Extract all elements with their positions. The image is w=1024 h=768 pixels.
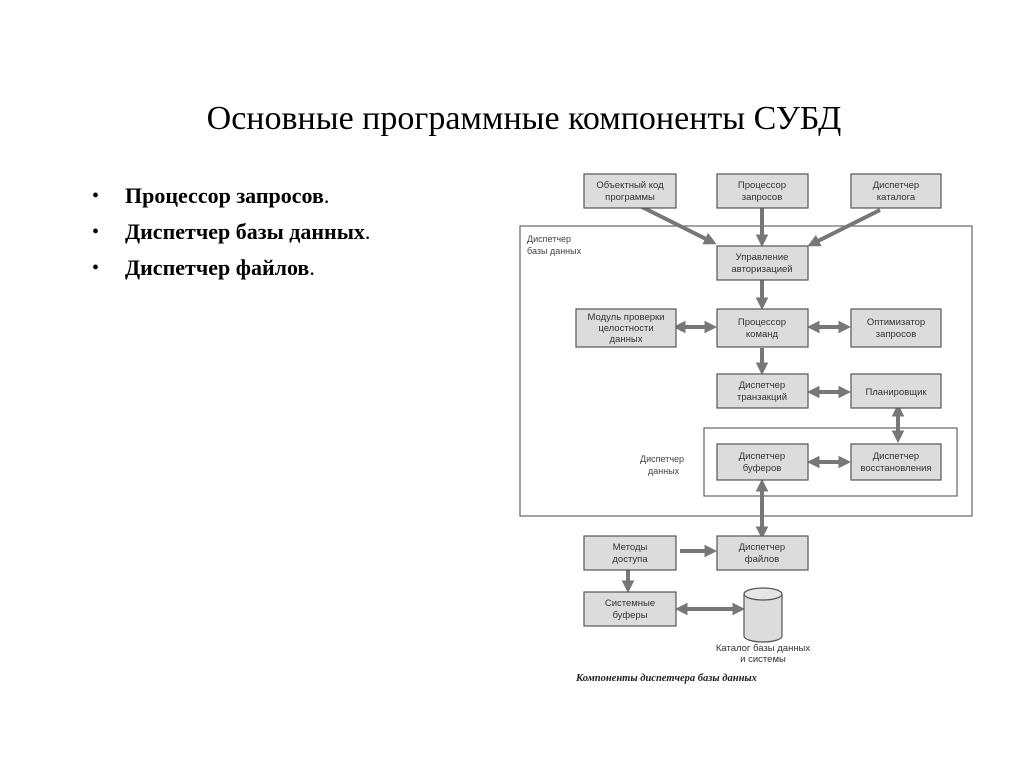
box-authorization xyxy=(716,245,809,281)
arrow-catalog-to-auth xyxy=(807,208,881,247)
bullet-dot-icon: • xyxy=(92,221,100,243)
box-command-processor-line1: Процессор xyxy=(738,317,786,328)
bullet-end: . xyxy=(309,255,315,280)
box-authorization-line2: авторизацией xyxy=(731,264,792,275)
storage-label-line2: и системы xyxy=(740,654,786,665)
box-system-buffers-line1: Системные xyxy=(605,598,655,609)
box-system-buffers xyxy=(583,591,677,627)
bullet-list: • Процессор запросов. • Диспетчер базы дан… xyxy=(92,178,370,286)
box-object-code-line1: Объектный код xyxy=(596,180,664,191)
db-manager-label-line2: базы данных xyxy=(527,246,582,256)
box-query-processor xyxy=(716,173,809,209)
box-optimizer-line1: Оптимизатор xyxy=(867,317,925,328)
box-access-methods-line1: Методы xyxy=(613,542,648,553)
box-recovery-manager-line2: восстановления xyxy=(860,463,931,474)
box-query-processor-line1: Процессор xyxy=(738,180,786,191)
box-transaction-manager-line2: транзакций xyxy=(737,392,787,403)
box-command-processor xyxy=(716,308,809,348)
box-optimizer-line2: запросов xyxy=(876,329,917,340)
bullet-item: • Диспетчер базы данных. xyxy=(92,214,370,250)
box-buffer-manager-line1: Диспетчер xyxy=(739,451,785,462)
arrow-object-to-auth xyxy=(639,204,717,245)
bullet-dot-icon: • xyxy=(92,185,100,207)
storage-label-line1: Каталог базы данных xyxy=(716,643,811,654)
bullet-end: . xyxy=(323,183,330,208)
box-optimizer xyxy=(850,308,942,348)
box-buffer-manager-line2: буферов xyxy=(743,463,782,474)
diagram-caption: Компоненты диспетчера базы данных xyxy=(575,673,757,684)
bullet-end: . xyxy=(364,219,371,244)
box-scheduler xyxy=(850,373,942,409)
box-system-buffers-line2: буферы xyxy=(612,610,647,621)
bullet-text: Процессор запросов xyxy=(125,183,324,208)
box-integrity-line1: Модуль проверки xyxy=(588,312,665,323)
db-manager-label-line1: Диспетчер xyxy=(527,234,571,244)
bullet-text: Диспетчер базы данных xyxy=(125,219,365,244)
box-query-processor-line2: запросов xyxy=(742,192,783,203)
box-access-methods xyxy=(583,535,677,571)
box-access-methods-line2: доступа xyxy=(612,554,648,565)
bullet-text: Диспетчер файлов xyxy=(125,255,310,280)
box-integrity xyxy=(575,308,677,348)
data-manager-frame xyxy=(703,427,958,497)
slide-title: Основные программные компоненты СУБД xyxy=(206,100,842,137)
bullet-item: • Процессор запросов. xyxy=(92,178,370,214)
box-object-code-line2: программы xyxy=(605,192,655,203)
box-catalog-manager-line2: каталога xyxy=(877,192,916,203)
box-scheduler-line1: Планировщик xyxy=(865,387,927,398)
box-catalog-manager-line1: Диспетчер xyxy=(873,180,919,191)
box-recovery-manager-line1: Диспетчер xyxy=(873,451,919,462)
box-integrity-line2: целостности xyxy=(598,323,653,334)
data-manager-label-line1: Диспетчер xyxy=(640,454,684,464)
box-file-manager-line2: файлов xyxy=(745,554,779,565)
bullet-item: • Диспетчер файлов. xyxy=(92,250,370,286)
box-transaction-manager-line1: Диспетчер xyxy=(739,380,785,391)
database-cylinder-icon xyxy=(743,587,783,643)
box-recovery-manager xyxy=(850,443,942,481)
box-file-manager-line1: Диспетчер xyxy=(739,542,785,553)
bullet-dot-icon: • xyxy=(92,257,100,279)
box-command-processor-line2: команд xyxy=(746,329,779,340)
db-manager-frame xyxy=(519,225,973,517)
box-file-manager xyxy=(716,535,809,571)
data-manager-label-line2: данных xyxy=(648,466,680,476)
box-object-code xyxy=(583,173,677,209)
box-authorization-line1: Управление xyxy=(736,252,789,263)
box-catalog-manager xyxy=(850,173,942,209)
box-transaction-manager xyxy=(716,373,809,409)
box-buffer-manager xyxy=(716,443,809,481)
box-integrity-line3: данных xyxy=(610,334,643,345)
